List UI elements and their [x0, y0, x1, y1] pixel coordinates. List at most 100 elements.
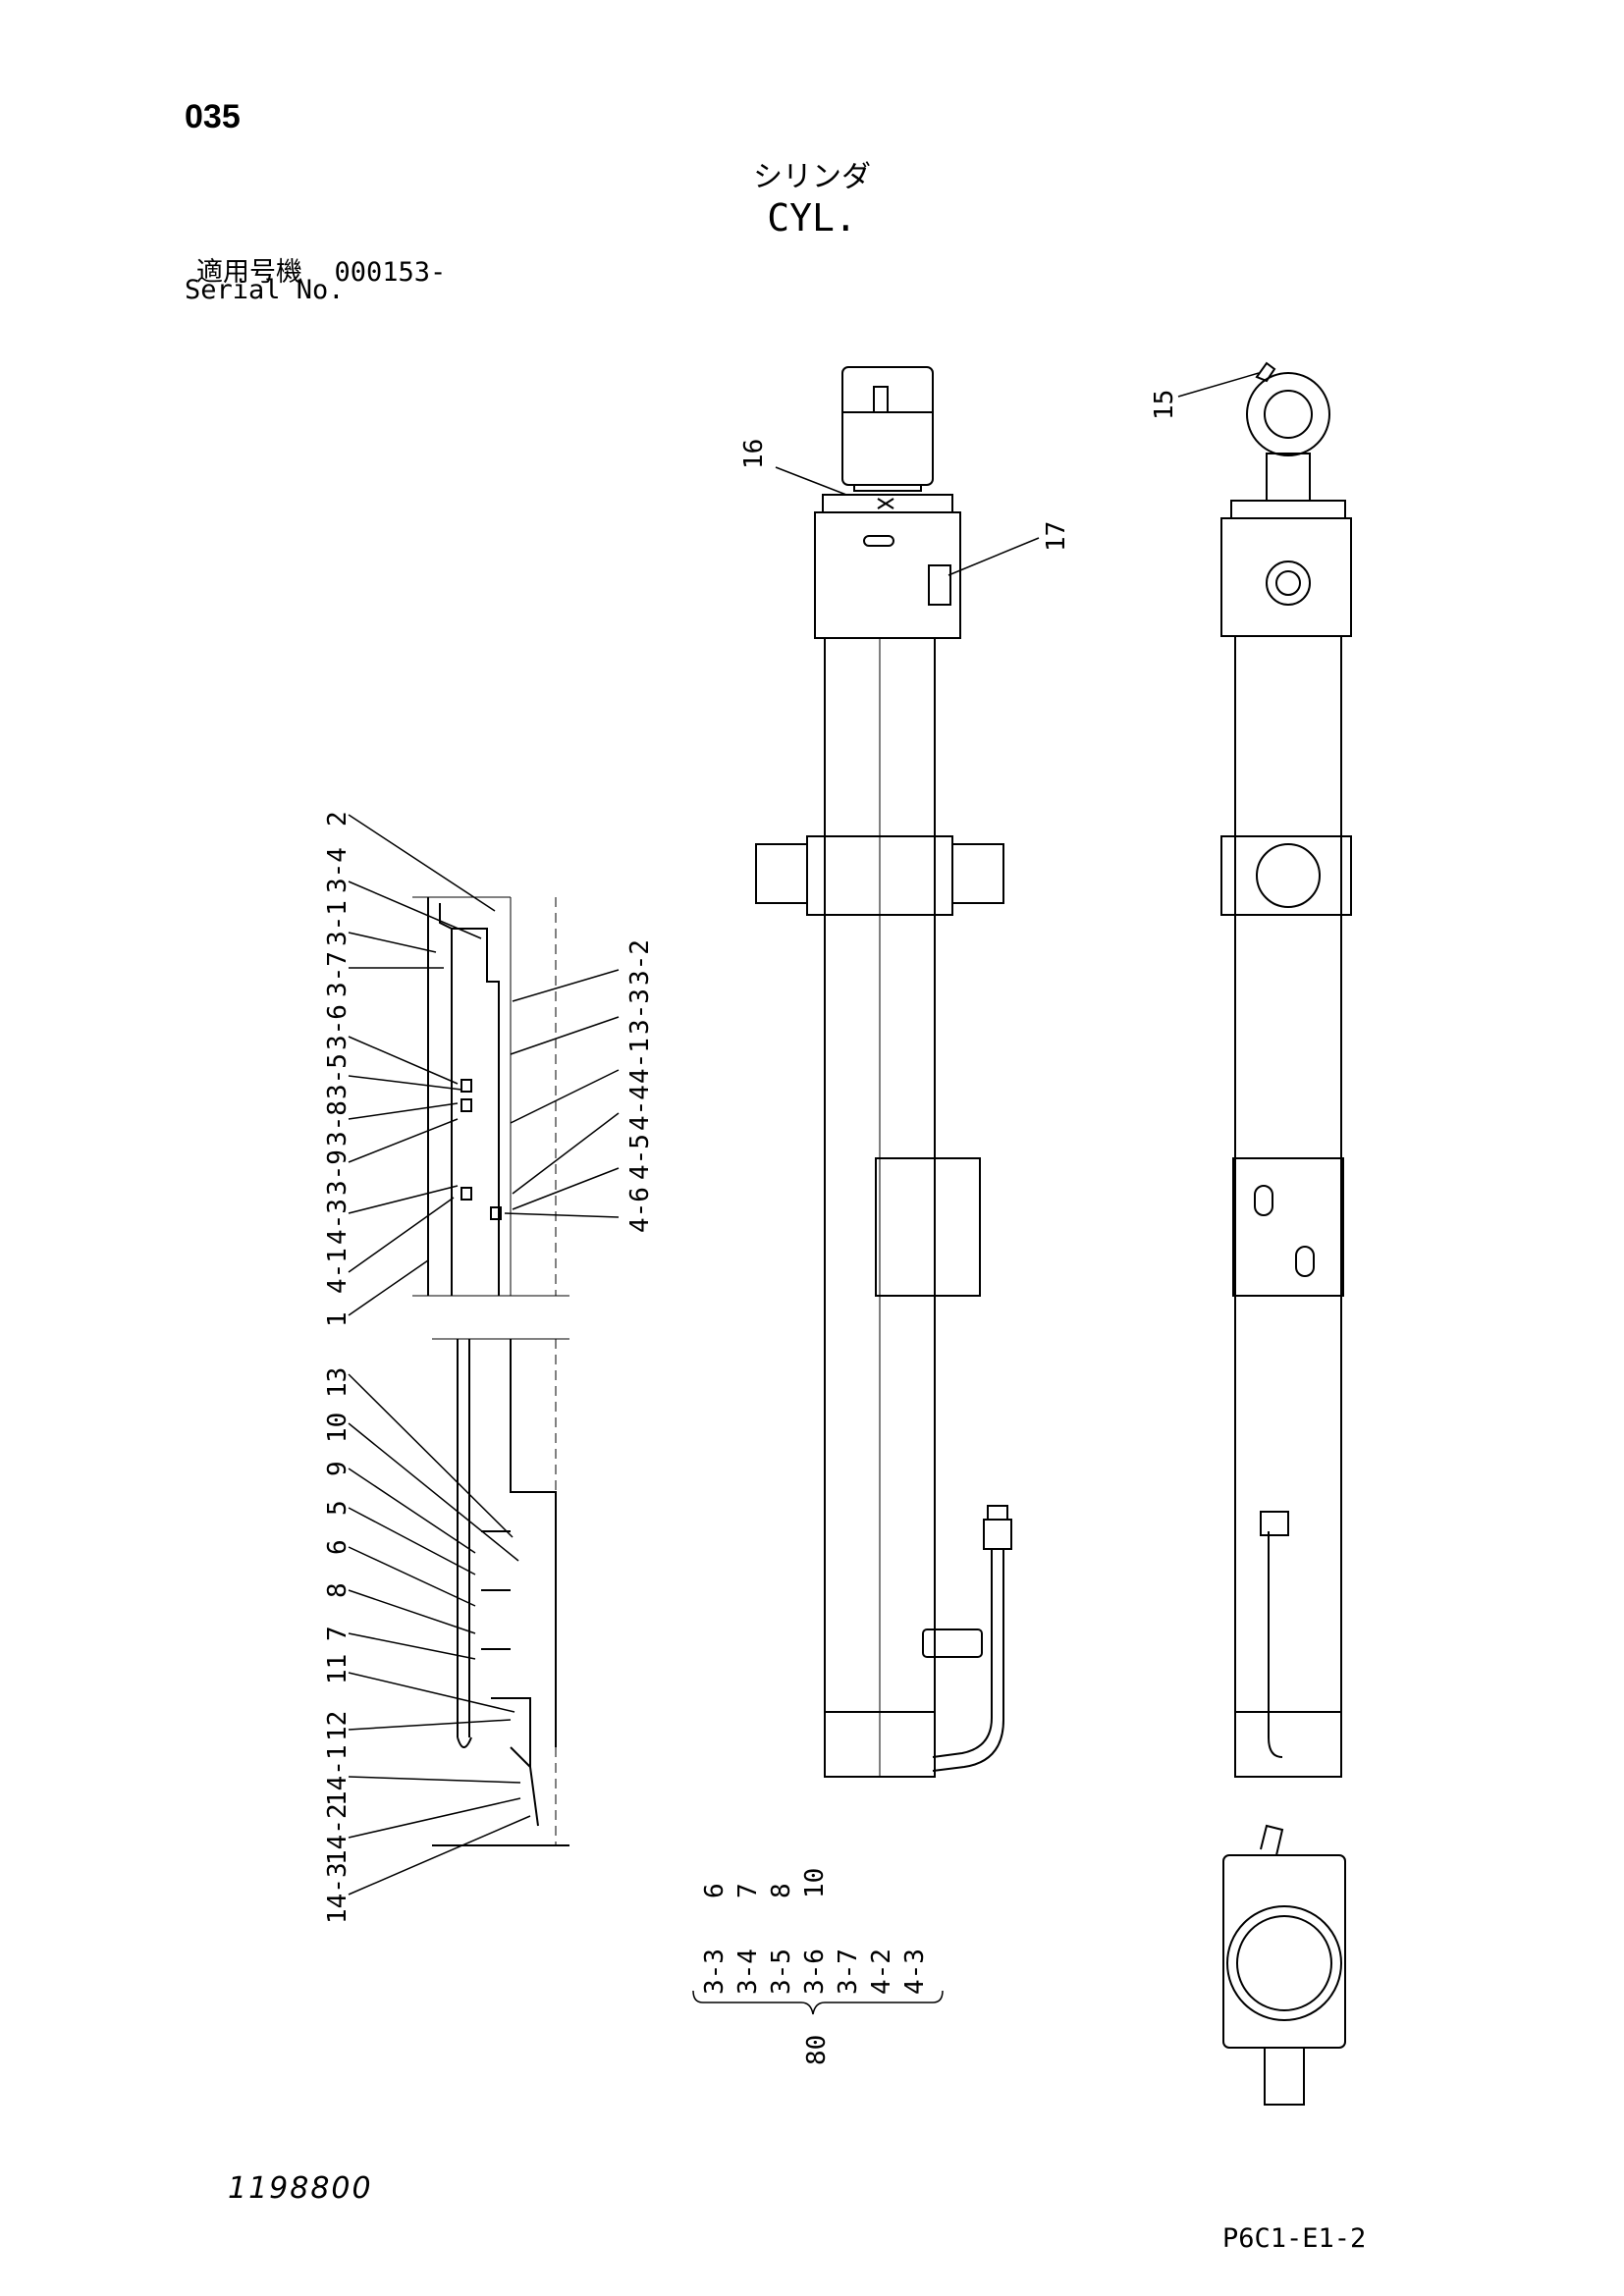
kit-item-3-6: 3-6: [800, 1949, 830, 1995]
rod-eye-outer: [1246, 372, 1330, 456]
end-view-bore-inner: [1236, 1915, 1332, 2011]
callout-12: 12: [323, 1711, 352, 1741]
callout-7: 7: [323, 1626, 352, 1641]
kit-item-8: 8: [767, 1883, 796, 1898]
rod-eye-inner: [1264, 390, 1313, 439]
leader-6: [348, 1546, 476, 1607]
pipe-saddle: [922, 1629, 983, 1658]
section-seals-upper: [460, 1079, 502, 1220]
kit-number-80: 80: [802, 2035, 832, 2065]
callout-1: 1: [323, 1311, 352, 1327]
side-rod-neck: [1266, 453, 1311, 502]
title-japanese: シリンダ: [753, 160, 871, 194]
leader-4-1-left: [348, 1197, 455, 1273]
leader-3-1: [348, 932, 437, 953]
section-bottom: [432, 1736, 569, 1846]
title-english: CYL.: [767, 196, 857, 240]
section-view: [412, 896, 569, 1846]
kit-item-3-5: 3-5: [767, 1949, 796, 1995]
callout-labels: 16 17 15 2 3-4 3-1 3-7 3-6 3-5 3-8 3-9 4…: [323, 390, 1179, 1924]
side-trunnion-pin: [1256, 843, 1321, 908]
serial-value: 000153-: [334, 257, 447, 288]
leader-7: [348, 1632, 476, 1660]
cylinder-side-view: [1220, 361, 1352, 1778]
leader-5: [348, 1507, 476, 1575]
hydraulic-pipe: [932, 1549, 993, 1758]
cylinder-bottom: [824, 1711, 936, 1778]
leader-3-4: [348, 881, 482, 939]
leader-16: [775, 466, 847, 496]
leader-10: [348, 1422, 519, 1562]
callout-3-7: 3-7: [323, 951, 352, 997]
callout-3-9: 3-9: [323, 1149, 352, 1196]
serial-label-japanese: 適用号機 000153-: [196, 250, 446, 289]
drawing-number: 1198800: [228, 2171, 373, 2206]
rod-neck: [853, 485, 922, 492]
leader-4-6: [504, 1212, 620, 1218]
kit-item-4-3: 4-3: [900, 1949, 930, 1995]
leader-14-2: [348, 1797, 521, 1839]
callout-2: 2: [323, 811, 352, 827]
leader-9: [348, 1468, 476, 1554]
callout-4-1-right: 4-1: [625, 1038, 655, 1084]
callout-3-4: 3-4: [323, 847, 352, 893]
callout-4-1-left: 4-1: [323, 1248, 352, 1294]
cylinder-front-view: [755, 366, 1012, 1778]
callout-3-2: 3-2: [625, 939, 655, 986]
leader-lines: [348, 372, 1260, 1896]
leader-4-4: [512, 1112, 620, 1195]
rod-end: [841, 366, 934, 486]
callout-17: 17: [1042, 521, 1071, 552]
side-clamp-slot-1: [1254, 1185, 1273, 1216]
callout-11: 11: [323, 1654, 352, 1684]
grease-nipple-15: [1255, 361, 1276, 383]
callout-3-1: 3-1: [323, 900, 352, 946]
callout-3-8: 3-8: [323, 1100, 352, 1147]
leader-8: [348, 1589, 476, 1634]
end-view-bore-outer: [1226, 1905, 1342, 2021]
rod-end-slot: [873, 386, 889, 413]
end-view-stem: [1264, 2047, 1305, 2106]
side-port-inner: [1275, 570, 1301, 596]
leader-3-9: [348, 1118, 459, 1163]
end-view-fitting: [1260, 1824, 1284, 1856]
side-port-outer: [1266, 561, 1311, 606]
leader-3-3: [510, 1016, 620, 1055]
side-pipe: [1268, 1531, 1283, 1758]
leader-12: [348, 1719, 512, 1731]
leader-14-1: [348, 1776, 521, 1784]
kit-brace: [692, 1990, 944, 2015]
kit-item-6: 6: [700, 1883, 730, 1898]
side-clamp: [1232, 1157, 1344, 1297]
pipe-fitting-top: [987, 1505, 1008, 1521]
cylinder-end-view: [1222, 1824, 1346, 2106]
leader-4-1-right: [510, 1069, 620, 1124]
callout-3-3: 3-3: [625, 988, 655, 1035]
callout-4-4: 4-4: [625, 1085, 655, 1131]
kit-item-3-7: 3-7: [834, 1949, 863, 1995]
leader-3-8: [348, 1102, 459, 1120]
side-trunnion: [1220, 835, 1352, 916]
sheet-code: P6C1-E1-2: [1222, 2223, 1367, 2254]
callout-3-5: 3-5: [323, 1053, 352, 1099]
pipe-fitting: [983, 1519, 1012, 1550]
side-tube: [1234, 635, 1342, 1778]
trunnion-pin-right: [951, 843, 1004, 904]
callout-4-5: 4-5: [625, 1134, 655, 1180]
side-gland: [1230, 500, 1346, 519]
callout-14-1: 14-1: [323, 1744, 352, 1806]
callout-13: 13: [323, 1367, 352, 1398]
callout-16: 16: [739, 439, 769, 469]
leader-2: [348, 814, 496, 912]
section-outline-lower: [457, 1339, 557, 1767]
side-pipe-fitting: [1260, 1511, 1289, 1536]
cylinder-head: [814, 511, 961, 639]
trunnion-pin-left: [755, 843, 808, 904]
head-slot: [863, 535, 894, 547]
serial-label-jp-text: 適用号機: [196, 257, 302, 288]
leader-4-5: [512, 1167, 620, 1210]
kit-item-3-3: 3-3: [700, 1949, 730, 1995]
port-17: [928, 564, 951, 606]
end-view-body: [1222, 1854, 1346, 2049]
hydraulic-pipe-inner: [932, 1549, 1004, 1772]
